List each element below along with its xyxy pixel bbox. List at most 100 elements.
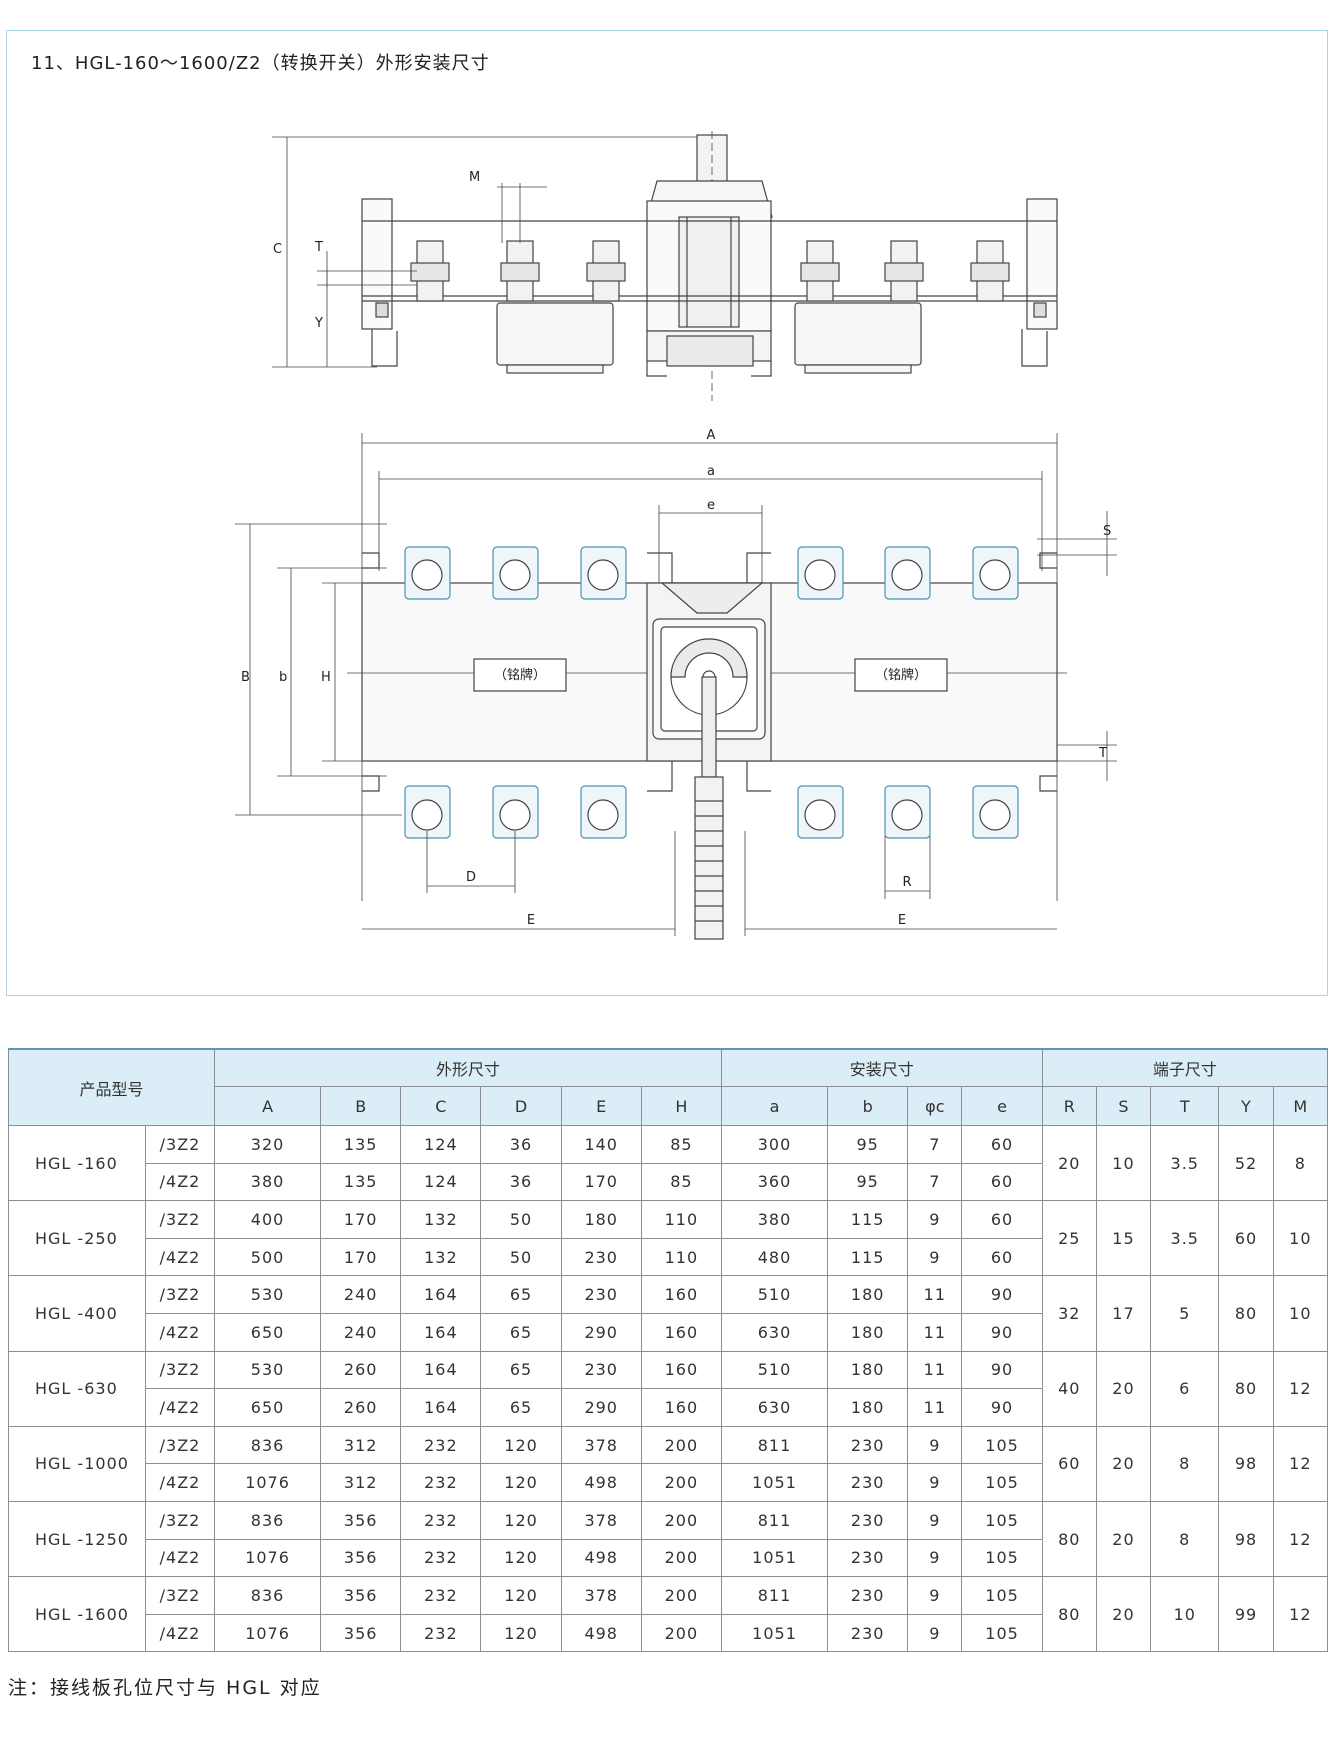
- value-cell: 650: [213, 1388, 322, 1427]
- svg-text:B: B: [241, 670, 250, 685]
- svg-text:R: R: [902, 875, 911, 890]
- value-cell: 90: [961, 1350, 1043, 1390]
- value-cell: 312: [320, 1425, 402, 1465]
- value-cell: 500: [213, 1237, 322, 1277]
- value-cell: 50: [480, 1237, 562, 1277]
- model-cell: HGL -400: [8, 1275, 146, 1352]
- column-header: b: [827, 1086, 909, 1126]
- value-cell: 356: [320, 1576, 402, 1615]
- suffix-cell: /3Z2: [145, 1200, 215, 1239]
- value-cell: 240: [320, 1275, 402, 1314]
- value-cell: 160: [640, 1350, 722, 1390]
- suffix-cell: /3Z2: [145, 1576, 215, 1615]
- column-header: S: [1095, 1086, 1152, 1126]
- value-cell: 160: [640, 1275, 722, 1314]
- svg-text:Y: Y: [314, 316, 323, 331]
- value-cell: 230: [827, 1425, 909, 1465]
- value-cell: 60: [961, 1162, 1043, 1202]
- value-cell: 65: [480, 1275, 562, 1314]
- column-header: e: [961, 1086, 1043, 1126]
- column-header: a: [720, 1086, 829, 1126]
- terminal-cell: 3.5: [1150, 1200, 1220, 1277]
- column-header: D: [480, 1086, 562, 1126]
- terminal-cell: 10: [1272, 1200, 1329, 1277]
- terminal-cell: 80: [1041, 1500, 1097, 1578]
- value-cell: 378: [560, 1500, 642, 1540]
- value-cell: 378: [560, 1425, 642, 1465]
- model-cell: HGL -250: [8, 1200, 146, 1277]
- value-cell: 164: [400, 1312, 482, 1352]
- model-cell: HGL -1000: [8, 1425, 146, 1502]
- value-cell: 36: [480, 1125, 562, 1164]
- value-cell: 530: [213, 1275, 322, 1314]
- terminal-cell: 60: [1041, 1425, 1097, 1502]
- value-cell: 90: [961, 1312, 1043, 1352]
- value-cell: 140: [560, 1125, 642, 1164]
- value-cell: 105: [961, 1463, 1043, 1502]
- suffix-cell: /3Z2: [145, 1275, 215, 1314]
- terminal-cell: 20: [1095, 1425, 1152, 1502]
- group-header-install: 安装尺寸: [720, 1048, 1043, 1087]
- value-cell: 180: [827, 1275, 909, 1314]
- value-cell: 90: [961, 1388, 1043, 1427]
- value-cell: 836: [213, 1576, 322, 1615]
- terminal-cell: 20: [1095, 1576, 1152, 1653]
- group-header-outline: 外形尺寸: [214, 1048, 722, 1087]
- suffix-cell: /4Z2: [145, 1538, 215, 1578]
- model-cell: HGL -1250: [8, 1500, 146, 1578]
- value-cell: 7: [907, 1162, 963, 1202]
- value-cell: 1051: [720, 1463, 829, 1502]
- value-cell: 60: [961, 1237, 1043, 1277]
- svg-text:E: E: [898, 913, 906, 928]
- column-header: M: [1272, 1086, 1329, 1126]
- value-cell: 260: [320, 1350, 402, 1390]
- value-cell: 180: [560, 1200, 642, 1239]
- value-cell: 240: [320, 1312, 402, 1352]
- value-cell: 300: [720, 1125, 829, 1164]
- terminal-cell: 6: [1150, 1350, 1220, 1427]
- value-cell: 630: [720, 1388, 829, 1427]
- side-view: [272, 131, 1058, 401]
- suffix-cell: /3Z2: [145, 1425, 215, 1465]
- value-cell: 498: [560, 1538, 642, 1578]
- value-cell: 498: [560, 1613, 642, 1653]
- value-cell: 85: [640, 1162, 722, 1202]
- terminal-cell: 80: [1041, 1576, 1097, 1653]
- value-cell: 836: [213, 1500, 322, 1540]
- suffix-cell: /4Z2: [145, 1162, 215, 1202]
- value-cell: 170: [560, 1162, 642, 1202]
- value-cell: 65: [480, 1312, 562, 1352]
- column-header: Y: [1218, 1086, 1274, 1126]
- column-header: C: [400, 1086, 482, 1126]
- value-cell: 164: [400, 1350, 482, 1390]
- terminal-cell: 20: [1095, 1350, 1152, 1427]
- svg-text:b: b: [279, 670, 287, 685]
- value-cell: 164: [400, 1275, 482, 1314]
- value-cell: 115: [827, 1200, 909, 1239]
- value-cell: 110: [640, 1200, 722, 1239]
- value-cell: 232: [400, 1613, 482, 1653]
- value-cell: 124: [400, 1162, 482, 1202]
- value-cell: 65: [480, 1350, 562, 1390]
- suffix-cell: /4Z2: [145, 1463, 215, 1502]
- value-cell: 510: [720, 1350, 829, 1390]
- svg-text:e: e: [707, 498, 715, 513]
- value-cell: 7: [907, 1125, 963, 1164]
- nameplate-right: （铭牌）: [875, 667, 927, 683]
- value-cell: 356: [320, 1538, 402, 1578]
- svg-text:H: H: [321, 670, 331, 685]
- svg-text:M: M: [469, 170, 480, 185]
- group-header-terminal: 端子尺寸: [1041, 1048, 1329, 1087]
- terminal-cell: 12: [1272, 1500, 1329, 1578]
- value-cell: 160: [640, 1312, 722, 1352]
- model-cell: HGL -160: [8, 1124, 146, 1202]
- value-cell: 65: [480, 1388, 562, 1427]
- terminal-cell: 20: [1041, 1124, 1097, 1202]
- value-cell: 232: [400, 1463, 482, 1502]
- value-cell: 811: [720, 1425, 829, 1465]
- model-cell: HGL -630: [8, 1350, 146, 1427]
- value-cell: 230: [827, 1500, 909, 1540]
